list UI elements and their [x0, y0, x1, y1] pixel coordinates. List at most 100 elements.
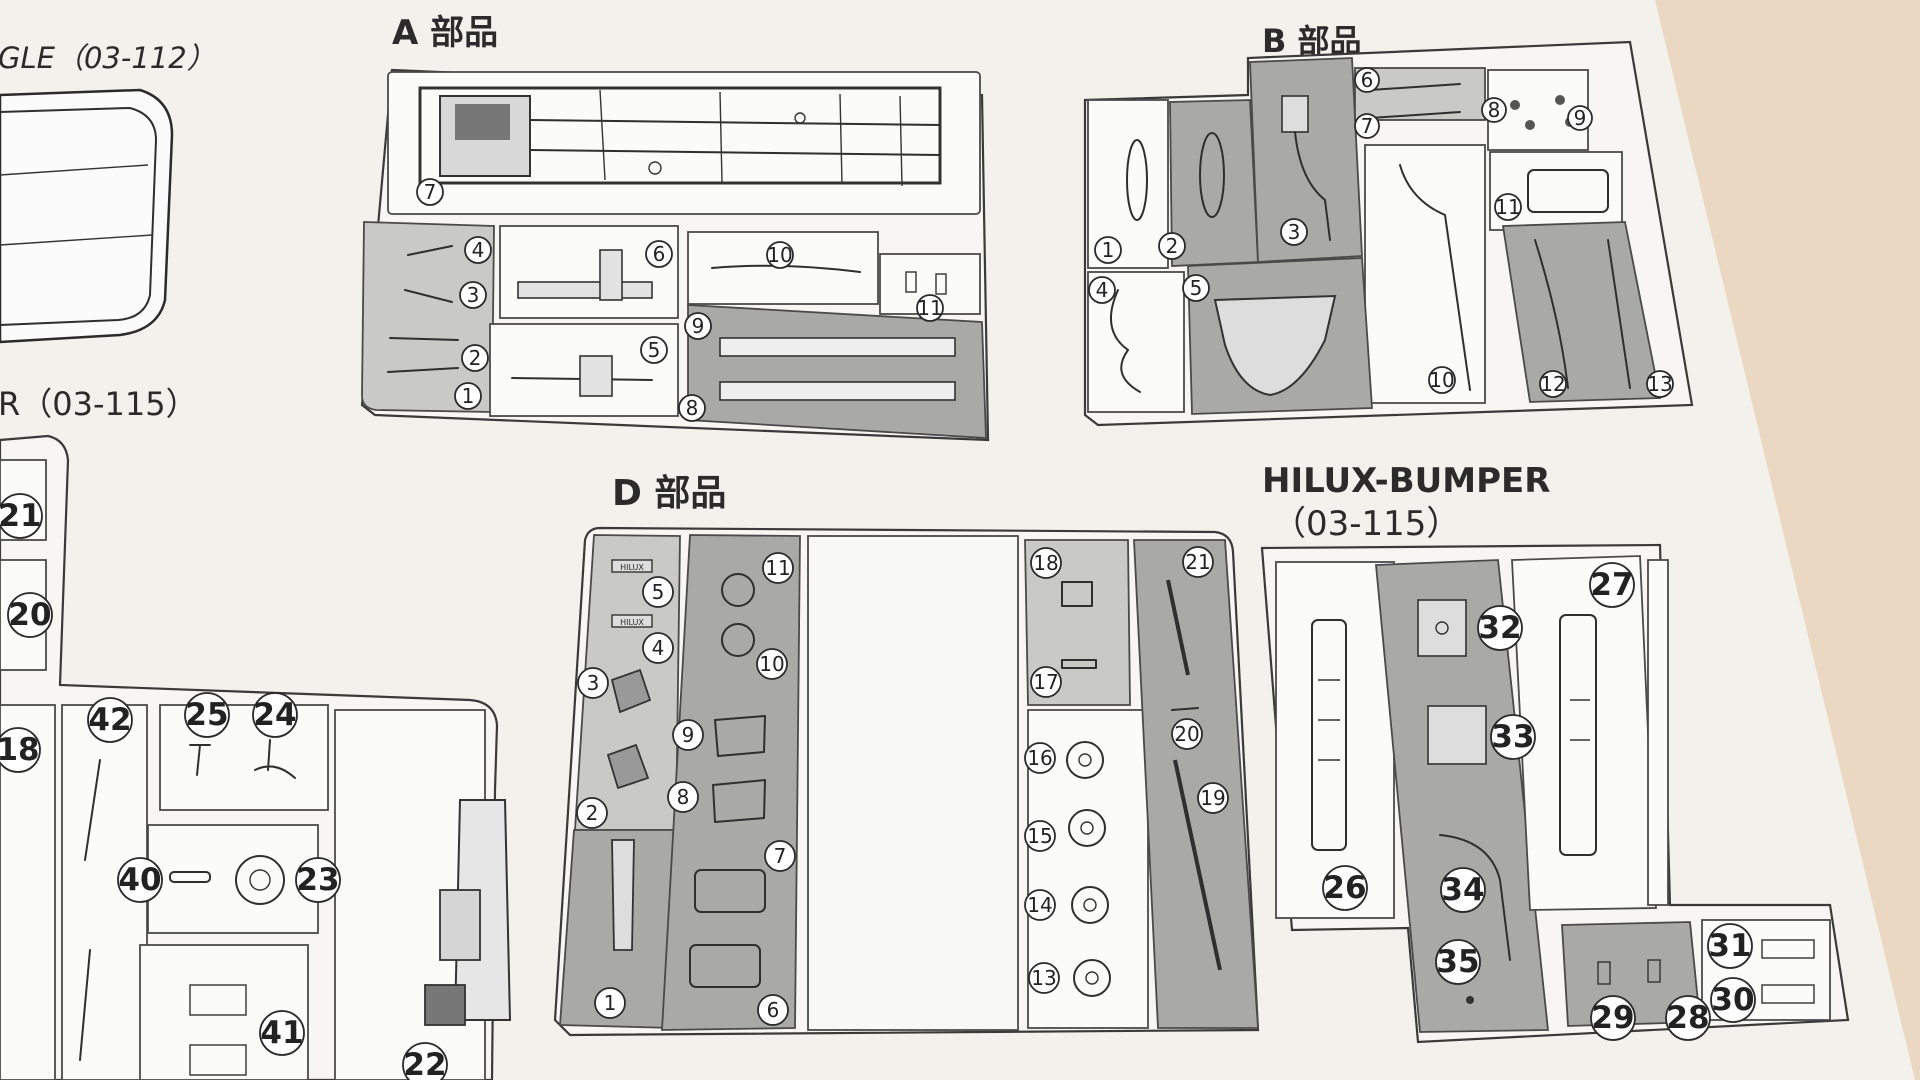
svg-text:8: 8 — [1488, 98, 1501, 122]
part-number: 3 — [459, 281, 487, 309]
svg-text:24: 24 — [253, 697, 296, 733]
svg-text:35: 35 — [1436, 944, 1479, 980]
part-number: 32 — [1477, 605, 1523, 651]
svg-text:9: 9 — [692, 314, 705, 338]
part-number: 5 — [1182, 274, 1210, 302]
part-number: 15 — [1024, 820, 1056, 852]
part-number: 17 — [1030, 666, 1062, 698]
part-number: 20 — [7, 592, 53, 638]
part-number: 10 — [766, 241, 794, 269]
part-number: 6 — [757, 994, 789, 1026]
svg-text:21: 21 — [1185, 550, 1210, 574]
part-number: 16 — [1024, 742, 1056, 774]
svg-text:10: 10 — [759, 652, 784, 676]
svg-text:13: 13 — [1647, 372, 1672, 396]
part-number: 27 — [1589, 562, 1635, 608]
svg-text:4: 4 — [652, 636, 665, 660]
svg-text:5: 5 — [652, 580, 665, 604]
hilux-parts-frame — [1260, 543, 1850, 1044]
svg-text:17: 17 — [1033, 670, 1058, 694]
part-number: 5 — [642, 576, 674, 608]
header-fragment-top: GLE（03-112） — [0, 41, 216, 75]
part-number: 10 — [1428, 366, 1456, 394]
header-fragment-mid: R（03-115） — [0, 385, 198, 423]
part-number: 7 — [1354, 113, 1380, 139]
svg-text:7: 7 — [1361, 114, 1374, 138]
part-number: 1 — [1094, 236, 1122, 264]
svg-text:13: 13 — [1031, 966, 1056, 990]
svg-text:34: 34 — [1441, 872, 1484, 908]
part-number: 4 — [464, 236, 492, 264]
d-part-numbers: 1 2 3 4 5 6 7 8 9 10 11 13 14 15 16 17 1… — [576, 546, 1229, 1026]
part-number: 5 — [640, 336, 668, 364]
svg-text:27: 27 — [1590, 567, 1633, 603]
part-number: 8 — [678, 394, 706, 422]
svg-text:2: 2 — [469, 346, 482, 370]
part-number: 1 — [454, 382, 482, 410]
svg-text:29: 29 — [1591, 1000, 1634, 1036]
svg-text:7: 7 — [774, 844, 787, 868]
svg-text:30: 30 — [1711, 982, 1754, 1018]
svg-text:9: 9 — [1574, 106, 1587, 130]
svg-text:10: 10 — [767, 243, 792, 267]
svg-text:8: 8 — [677, 785, 690, 809]
part-number: 22 — [402, 1042, 448, 1080]
part-number: 34 — [1440, 867, 1486, 913]
part-number: 4 — [1088, 276, 1116, 304]
part-number: 24 — [252, 692, 298, 738]
svg-text:3: 3 — [1288, 220, 1301, 244]
svg-text:12: 12 — [1540, 372, 1565, 396]
svg-text:3: 3 — [587, 671, 600, 695]
part-number: 11 — [916, 294, 944, 322]
part-number: 2 — [461, 344, 489, 372]
svg-text:20: 20 — [8, 597, 51, 633]
part-number: 29 — [1590, 995, 1636, 1041]
hilux-code: （03-115） — [1272, 504, 1460, 544]
svg-text:3: 3 — [467, 283, 480, 307]
svg-text:6: 6 — [1361, 68, 1374, 92]
chassis-frame-drawing — [418, 86, 942, 187]
svg-text:1: 1 — [462, 384, 475, 408]
part-number: 10 — [756, 648, 788, 680]
svg-text:11: 11 — [1495, 195, 1520, 219]
svg-text:11: 11 — [917, 296, 942, 320]
part-number: 31 — [1707, 923, 1753, 969]
part-number: 9 — [1567, 105, 1593, 131]
hilux-part-numbers: 26 27 28 29 30 31 32 33 34 35 — [1322, 562, 1756, 1041]
part-number: 11 — [1494, 193, 1522, 221]
part-number: 2 — [576, 797, 608, 829]
part-number: 12 — [1539, 370, 1567, 398]
svg-text:22: 22 — [403, 1047, 446, 1080]
svg-text:20: 20 — [1174, 722, 1199, 746]
a-rods — [387, 245, 459, 373]
embossed-text: HILUX — [620, 563, 644, 572]
left-part-numbers: 18 20 21 22 23 24 25 40 41 42 — [0, 493, 448, 1080]
svg-text:40: 40 — [118, 862, 161, 898]
part-number: 9 — [672, 719, 704, 751]
part-number: 25 — [184, 692, 230, 738]
svg-text:28: 28 — [1666, 1000, 1709, 1036]
part-number: 20 — [1171, 718, 1203, 750]
svg-text:32: 32 — [1478, 610, 1521, 646]
svg-text:5: 5 — [648, 338, 661, 362]
part-number: 3 — [1280, 218, 1308, 246]
part-number: 28 — [1665, 995, 1711, 1041]
part-number: 2 — [1158, 232, 1186, 260]
hilux-title: HILUX-BUMPER — [1262, 461, 1550, 501]
svg-text:10: 10 — [1429, 368, 1454, 392]
part-number: 19 — [1197, 782, 1229, 814]
svg-text:11: 11 — [765, 556, 790, 580]
svg-text:41: 41 — [260, 1015, 303, 1051]
part-number: 11 — [762, 552, 794, 584]
svg-text:18: 18 — [0, 732, 40, 768]
svg-text:4: 4 — [1096, 278, 1109, 302]
part-number: 21 — [1182, 546, 1214, 578]
part-number: 7 — [416, 178, 444, 206]
svg-text:42: 42 — [88, 702, 131, 738]
svg-text:5: 5 — [1190, 276, 1203, 300]
svg-text:1: 1 — [1102, 238, 1115, 262]
part-number: 8 — [1481, 97, 1507, 123]
part-number: 21 — [0, 493, 43, 539]
part-number: 33 — [1490, 714, 1536, 760]
